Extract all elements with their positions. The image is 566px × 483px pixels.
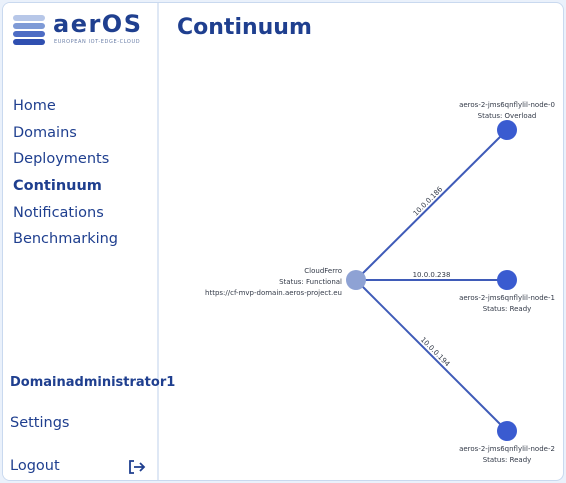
node-name-label: CloudFerro <box>304 267 342 275</box>
logout-link[interactable]: Logout <box>10 458 60 474</box>
settings-link[interactable]: Settings <box>10 415 70 431</box>
node-name-label: aeros-2-jms6qnflylil-node-1 <box>459 294 555 302</box>
nav-item-notifications[interactable]: Notifications <box>13 204 104 221</box>
node-status-label: Status: Functional <box>279 278 342 286</box>
graph-edge-node-2 <box>355 279 508 432</box>
nav-item-deployments[interactable]: Deployments <box>13 151 110 168</box>
nav-item-continuum[interactable]: Continuum <box>13 178 102 195</box>
graph-edge-node-0 <box>355 129 508 281</box>
logo-wordmark: aerOS <box>53 10 143 38</box>
node-url-label: https://cf-mvp-domain.aeros-project.eu <box>205 289 342 297</box>
nav-item-home[interactable]: Home <box>13 98 56 114</box>
node-status-label: Status: Ready <box>483 305 532 313</box>
nav-item-benchmarking[interactable]: Benchmarking <box>13 231 119 248</box>
node-status-label: Status: Overload <box>478 112 537 120</box>
aeros-logo[interactable]: aerOS EUROPEAN IOT-EDGE-CLOUD <box>13 10 153 49</box>
logout-icon[interactable] <box>128 460 146 474</box>
node-name-label: aeros-2-jms6qnflylil-node-2 <box>459 445 555 453</box>
nav-item-domains[interactable]: Domains <box>13 124 77 141</box>
edge-ip-label: 10.0.0.194 <box>419 336 452 369</box>
main-content: Continuum 10.0.0.186 10.0.0.238 10.0.0.1… <box>161 3 563 480</box>
page-title: Continuum <box>177 15 312 40</box>
sidebar: aerOS EUROPEAN IOT-EDGE-CLOUD Home Domai… <box>3 3 175 480</box>
graph-node-cloudferro[interactable] <box>346 270 366 290</box>
continuum-graph: 10.0.0.186 10.0.0.238 10.0.0.194 CloudFe… <box>205 101 555 464</box>
graph-node-1[interactable] <box>497 270 517 290</box>
current-user-name[interactable]: Domainadministrator1 <box>10 375 176 390</box>
edge-ip-label: 10.0.0.238 <box>413 271 451 279</box>
graph-node-0[interactable] <box>497 120 517 140</box>
node-status-label: Status: Ready <box>483 456 532 464</box>
node-name-label: aeros-2-jms6qnflylil-node-0 <box>459 101 555 109</box>
logo-tagline: EUROPEAN IOT-EDGE-CLOUD <box>54 39 141 45</box>
graph-node-2[interactable] <box>497 421 517 441</box>
edge-ip-label: 10.0.0.186 <box>412 185 445 218</box>
main-nav: Home Domains Deployments Continuum Notif… <box>13 93 118 253</box>
